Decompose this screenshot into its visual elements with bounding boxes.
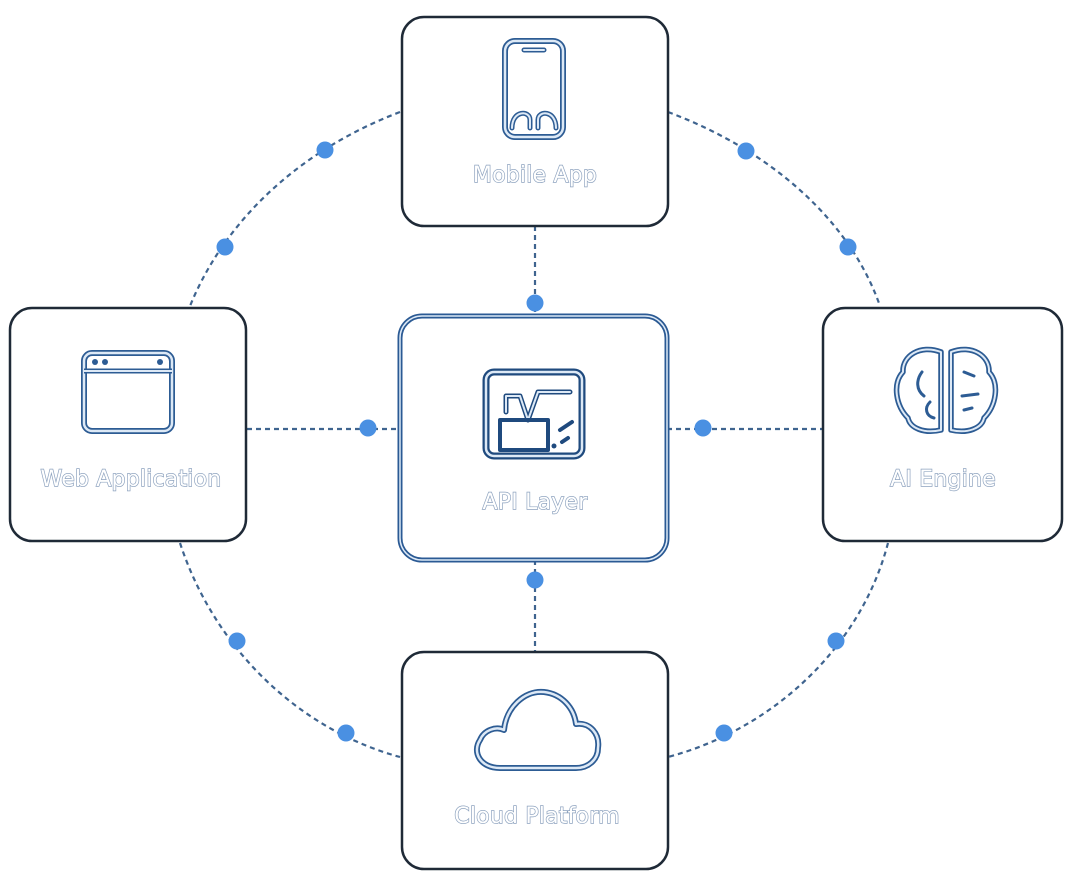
edge-ai-cloud (667, 542, 890, 759)
browser-window-icon (81, 350, 175, 434)
connector-dot (526, 571, 544, 589)
connector-dots (216, 141, 857, 742)
connector-dot (715, 724, 733, 742)
connector-dot (337, 724, 355, 742)
edge-mobile-ai (667, 110, 882, 307)
connector-dot (839, 238, 857, 256)
cloud-icon (473, 688, 602, 771)
connector-dot (737, 142, 755, 160)
node-label-cloud: Cloud Platform (454, 804, 619, 829)
edge-mobile-web (188, 110, 401, 307)
connector-dot (216, 238, 234, 256)
brain-icon (893, 346, 999, 434)
smartphone-icon (502, 38, 566, 140)
connector-dot (694, 419, 712, 437)
node-label-mobile: Mobile App (473, 163, 597, 188)
node-label-api: API Layer (483, 490, 589, 515)
connector-dot (827, 632, 845, 650)
edge-web-cloud (178, 542, 401, 759)
connector-dot (359, 419, 377, 437)
node-mobile-app[interactable]: Mobile App (400, 15, 670, 228)
node-web-application[interactable]: Web Application (8, 306, 248, 543)
node-label-ai: AI Engine (890, 467, 996, 492)
node-api-layer[interactable]: API Layer (397, 313, 670, 563)
node-label-web: Web Application (41, 467, 222, 492)
node-ai-engine[interactable]: AI Engine (821, 306, 1064, 543)
ring-connectors (178, 110, 890, 759)
api-monitor-icon (482, 368, 586, 460)
connector-dot (316, 141, 334, 159)
connector-dot (526, 294, 544, 312)
connector-dot (228, 632, 246, 650)
node-cloud-platform[interactable]: Cloud Platform (400, 650, 670, 871)
